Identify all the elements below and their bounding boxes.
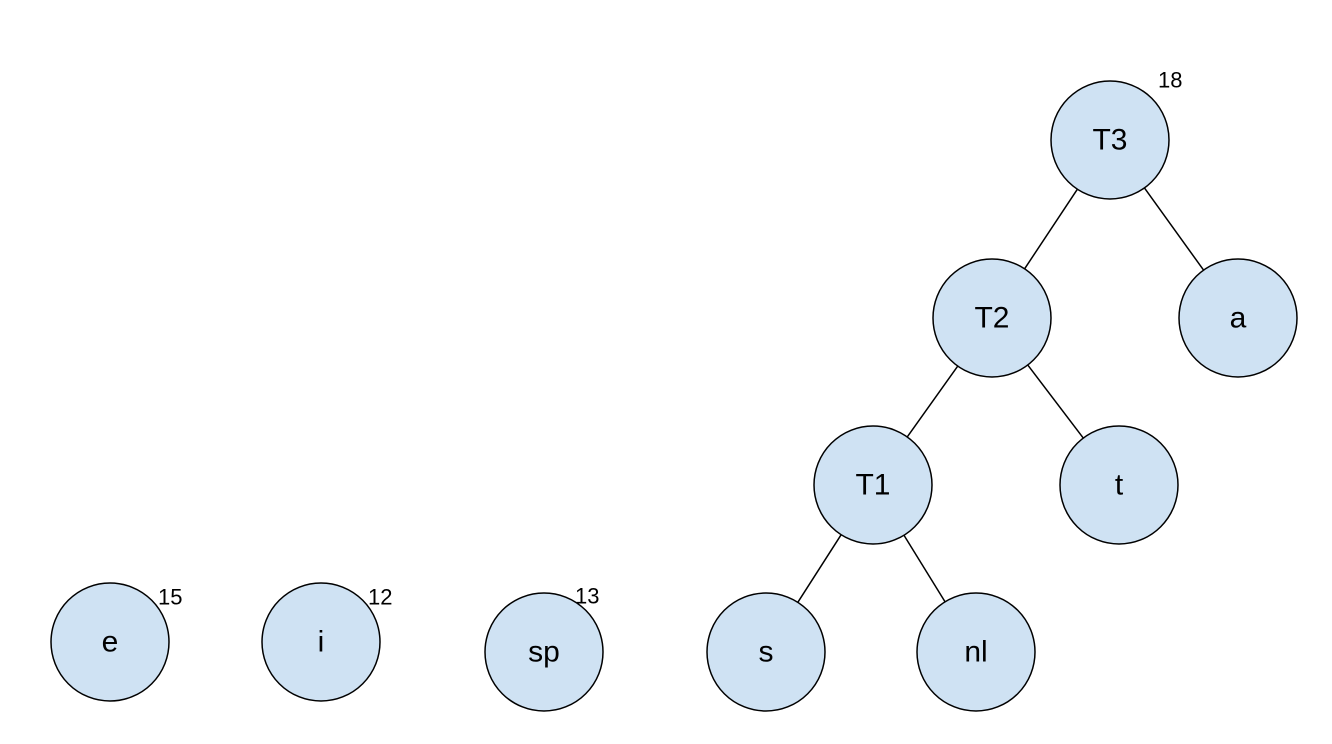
- node-a: a: [1178, 258, 1298, 378]
- node-e: e 15: [50, 582, 182, 702]
- weight-label: 18: [1158, 68, 1182, 93]
- weight-label: 15: [158, 585, 182, 610]
- node-t2: T2: [932, 258, 1052, 378]
- node-circle: [813, 425, 933, 545]
- edge-t1-s: [797, 534, 842, 603]
- node-s: s: [706, 592, 826, 712]
- node-label: T1: [855, 469, 890, 502]
- node-circle: [932, 258, 1052, 378]
- node-t1: T1: [813, 425, 933, 545]
- node-circle: [706, 592, 826, 712]
- node-label: s: [759, 636, 774, 669]
- node-label: T3: [1092, 124, 1127, 157]
- node-circle: [916, 592, 1036, 712]
- node-i: i 12: [261, 582, 392, 702]
- node-circle: [484, 592, 604, 712]
- edge-t3-t2: [1023, 188, 1079, 270]
- node-label: t: [1115, 469, 1124, 502]
- weight-label: 13: [575, 584, 599, 609]
- node-label: i: [318, 626, 325, 659]
- weight-label: 12: [368, 585, 392, 610]
- node-t3: T3 18: [1050, 68, 1182, 200]
- node-label: nl: [964, 636, 987, 669]
- node-circle: [50, 582, 170, 702]
- node-label: a: [1230, 302, 1247, 335]
- edges-layer: [797, 187, 1205, 603]
- edge-t3-a: [1143, 187, 1205, 271]
- node-label: e: [102, 626, 119, 659]
- node-nl: nl: [916, 592, 1036, 712]
- edge-t2-t: [1027, 364, 1084, 439]
- node-circle: [1059, 425, 1179, 545]
- node-label: sp: [528, 636, 560, 669]
- node-circle: [1178, 258, 1298, 378]
- node-circle: [261, 582, 381, 702]
- node-label: T2: [974, 302, 1009, 335]
- node-sp: sp 13: [484, 584, 604, 712]
- edge-t1-nl: [903, 534, 946, 603]
- node-circle: [1050, 80, 1170, 200]
- edge-t2-t1: [906, 365, 959, 438]
- node-t: t: [1059, 425, 1179, 545]
